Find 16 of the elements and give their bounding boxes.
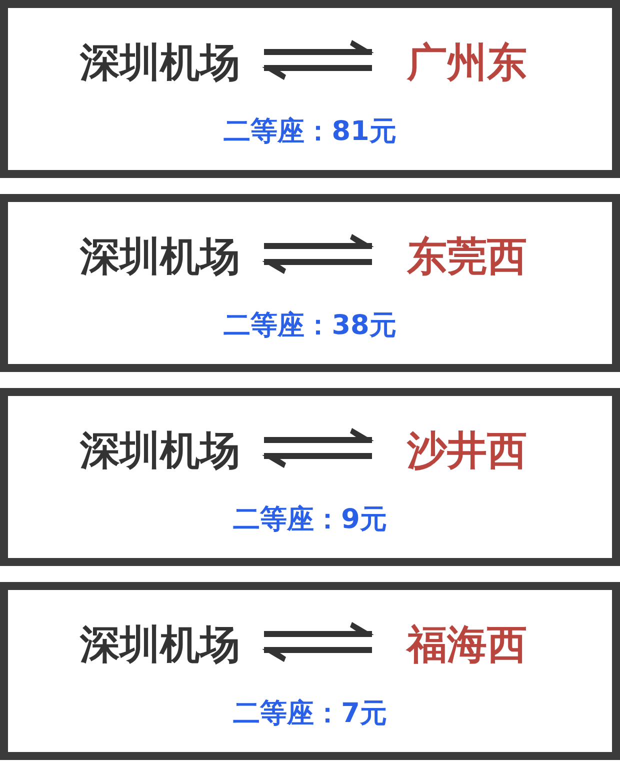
price-text: 二等座：81元	[224, 115, 396, 149]
station-name: 广州东	[372, 38, 527, 88]
ticket-panel	[0, 0, 620, 178]
ticket-panel	[0, 388, 620, 566]
price-text: 二等座：38元	[224, 309, 396, 343]
price-text: 二等座：9元	[233, 503, 387, 537]
station-name: 沙井西	[372, 426, 527, 476]
station-name: 深圳机场	[80, 620, 264, 670]
station-name: 深圳机场	[80, 232, 264, 282]
station-name: 深圳机场	[80, 38, 264, 88]
ticket-panel	[0, 194, 620, 372]
ticket-panel	[0, 582, 620, 760]
station-name: 东莞西	[372, 232, 527, 282]
price-text: 二等座：7元	[233, 697, 387, 731]
station-name: 深圳机场	[80, 426, 264, 476]
station-name: 福海西	[372, 620, 527, 670]
